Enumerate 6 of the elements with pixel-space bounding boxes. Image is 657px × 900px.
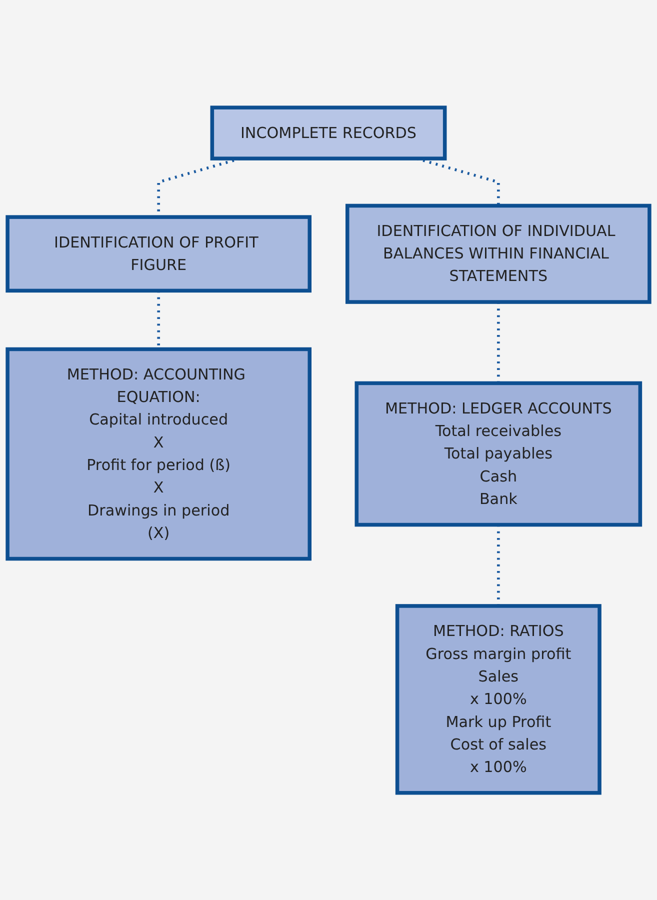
- node-box: METHOD: ACCOUNTING EQUATION: Capital introduced X Profit for period (ß) X Drawings in period (X): [6, 347, 312, 560]
- node-box: IDENTIFICATION OF INDIVIDUAL BALANCES WITHIN FINANCIAL STATEMENTS: [346, 204, 652, 304]
- node-box: INCOMPLETE RECORDS: [210, 105, 447, 160]
- node-box: METHOD: RATIOS Gross margin profit Sales x 100% Mark up Profit Cost of sales x 100%: [395, 604, 602, 795]
- node-box: IDENTIFICATION OF PROFIT FIGURE: [6, 214, 312, 292]
- node-box: METHOD: LEDGER ACCOUNTS Total receivables Total payables Cash Bank: [354, 381, 642, 526]
